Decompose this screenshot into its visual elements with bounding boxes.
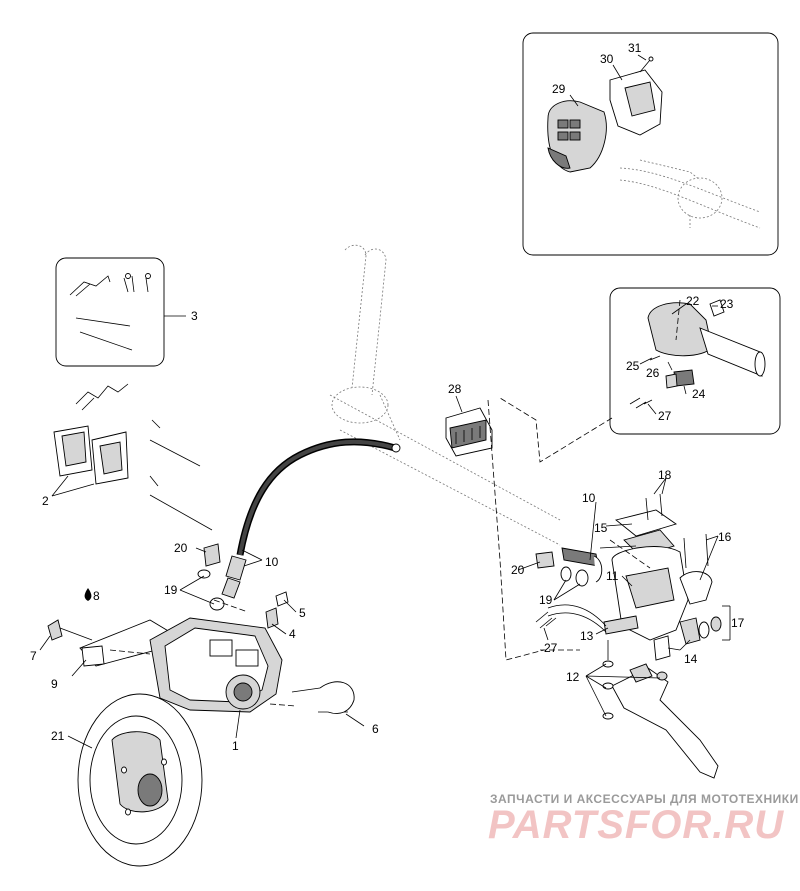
- callout-10-right: 10: [582, 491, 596, 505]
- callout-25: 25: [626, 359, 640, 373]
- callout-27-bottom: 27: [544, 641, 558, 655]
- brake-caliper: [47, 543, 355, 714]
- callout-19-right: 19: [539, 593, 553, 607]
- brake-hose: [221, 438, 401, 599]
- callout-16: 16: [718, 530, 732, 544]
- callout-3: 3: [191, 309, 198, 323]
- callout-15: 15: [594, 521, 608, 535]
- callout-19-left: 19: [164, 583, 178, 597]
- switch-connector: [445, 407, 493, 457]
- assembly-lines: [109, 299, 681, 707]
- callout-28: 28: [448, 382, 462, 396]
- callout-23: 23: [720, 297, 734, 311]
- callout-18: 18: [658, 468, 672, 482]
- callout-17: 17: [731, 616, 745, 630]
- callout-10-left: 10: [265, 555, 279, 569]
- callout-labels: 1 2 3 4 5 6 7 8 9 10 10 11 12 13 14 15 1…: [30, 41, 745, 753]
- watermark: ЗАПЧАСТИ И АКСЕССУАРЫ ДЛЯ МОТОТЕХНИКИ PA…: [488, 792, 799, 847]
- callout-7: 7: [30, 649, 37, 663]
- callout-26: 26: [646, 366, 660, 380]
- callout-1: 1: [232, 739, 239, 753]
- inset-heated-grip: [609, 287, 781, 435]
- callout-31: 31: [628, 41, 642, 55]
- callout-6: 6: [372, 722, 379, 736]
- watermark-tagline: ЗАПЧАСТИ И АКСЕССУАРЫ ДЛЯ МОТОТЕХНИКИ: [490, 792, 799, 806]
- callout-12: 12: [566, 670, 580, 684]
- callout-22: 22: [686, 294, 700, 308]
- callout-13: 13: [580, 629, 594, 643]
- brake-disc: [77, 693, 203, 867]
- inset-pad-kit: [55, 257, 165, 367]
- handlebar-ghost: [329, 244, 561, 546]
- callout-8: 8: [93, 589, 100, 603]
- callout-20-right: 20: [511, 563, 525, 577]
- callout-30: 30: [600, 52, 614, 66]
- callout-11: 11: [606, 569, 619, 583]
- callout-21: 21: [51, 729, 65, 743]
- callout-29: 29: [552, 82, 566, 96]
- callout-2: 2: [42, 494, 49, 508]
- callout-27-top: 27: [658, 409, 672, 423]
- grease-drop-icon: [84, 588, 92, 601]
- callout-9: 9: [51, 677, 58, 691]
- callout-24: 24: [692, 387, 706, 401]
- inset-switch-housing: [522, 32, 779, 256]
- callout-5: 5: [299, 606, 306, 620]
- leader-lines: [39, 54, 731, 749]
- callout-20-left: 20: [174, 541, 188, 555]
- callout-14: 14: [684, 652, 698, 666]
- brake-pads: [53, 383, 213, 531]
- watermark-brand: PARTSFOR.RU: [488, 803, 784, 847]
- callout-4: 4: [289, 627, 296, 641]
- master-cylinder: [535, 493, 722, 779]
